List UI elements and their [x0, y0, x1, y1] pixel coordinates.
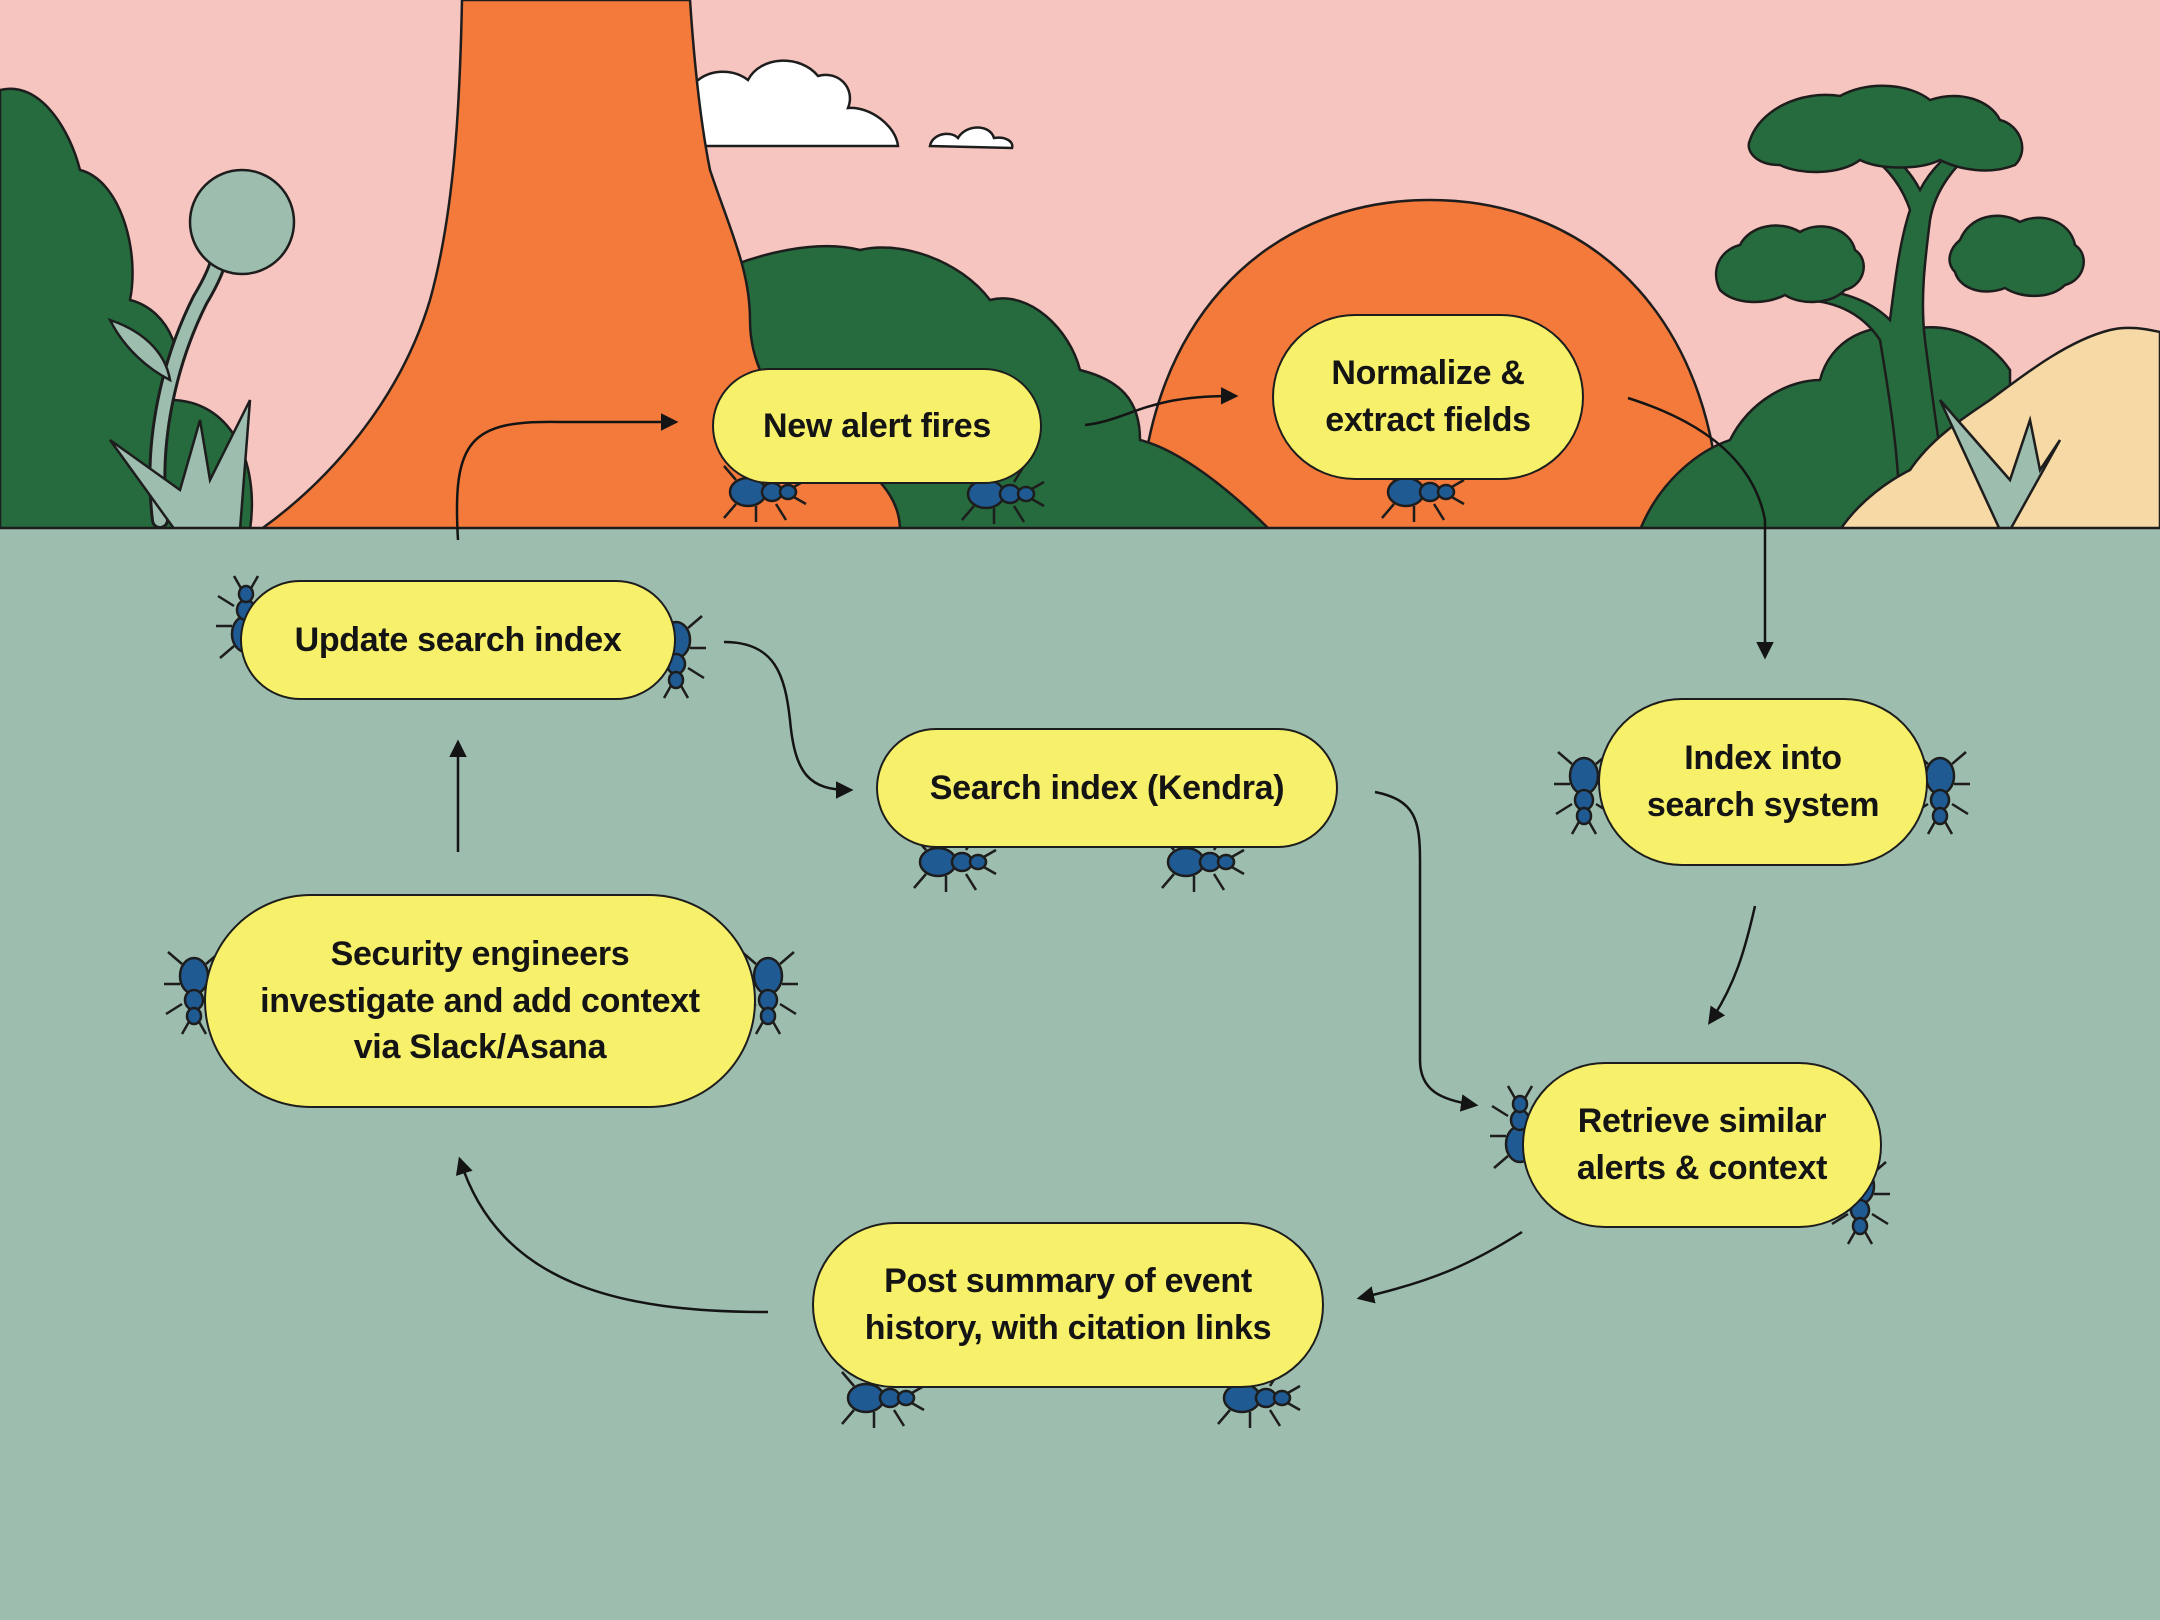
node-normalize-extract-line-2: extract fields [1325, 401, 1531, 439]
node-normalize-extract-line-1: Normalize & [1331, 354, 1525, 393]
node-normalize-extract: Normalize & extract fields [1272, 314, 1584, 480]
flow-arrows [449, 387, 1774, 1314]
node-retrieve-similar-line-1: Retrieve similar [1577, 1102, 1827, 1141]
node-update-search-index: Update search index [240, 580, 676, 700]
node-retrieve-similar-line-2: alerts & context [1576, 1149, 1828, 1187]
sand-hill [1837, 326, 2160, 532]
node-search-index-kendra-line-1: Search index (Kendra) [929, 768, 1285, 807]
node-index-into-search-line-2: search system [1646, 786, 1880, 824]
arrow-update-to-new-alert [455, 413, 679, 541]
right-tree-canopy-side [1948, 214, 2085, 298]
node-index-into-search: Index into search system [1598, 698, 1928, 866]
node-new-alert-fires: New alert fires [712, 368, 1042, 484]
arrow-normalize-to-index [1627, 396, 1774, 660]
node-security-engineers-line-3: via Slack/Asana [353, 1028, 607, 1067]
plant-bulb [188, 168, 296, 276]
node-index-into-search-line-1: Index into [1684, 739, 1842, 778]
node-security-engineers-line-2: investigate and add context [260, 981, 700, 1020]
node-security-engineers-line-1: Security engineers [330, 934, 630, 973]
arrow-index-to-retrieve [1708, 905, 1757, 1025]
arrow-update-to-search [723, 640, 854, 799]
node-update-search-index-line-1: Update search index [294, 620, 622, 659]
left-bush [0, 87, 254, 532]
node-retrieve-similar: Retrieve similar alerts & context [1522, 1062, 1882, 1228]
arrow-retrieve-to-post [1356, 1230, 1523, 1304]
node-search-index-kendra: Search index (Kendra) [876, 728, 1338, 848]
right-tree-canopy-top [1747, 84, 2024, 174]
node-new-alert-fires-line-1: New alert fires [763, 406, 991, 445]
arrow-post-to-security [455, 1156, 769, 1314]
plant-leaf [107, 317, 172, 383]
cloud-large [688, 59, 900, 160]
right-tree-canopy-mid [1714, 224, 1865, 304]
node-post-summary-line-1: Post summary of event [884, 1262, 1252, 1301]
node-security-engineers: Security engineers investigate and add c… [204, 894, 756, 1108]
arrow-search-to-retrieve [1374, 790, 1479, 1112]
node-post-summary: Post summary of event history, with cita… [812, 1222, 1324, 1388]
node-post-summary-line-2: history, with citation links [864, 1309, 1272, 1347]
cloud-small [928, 126, 1014, 150]
arrow-new-alert-to-normalize [1084, 387, 1239, 427]
